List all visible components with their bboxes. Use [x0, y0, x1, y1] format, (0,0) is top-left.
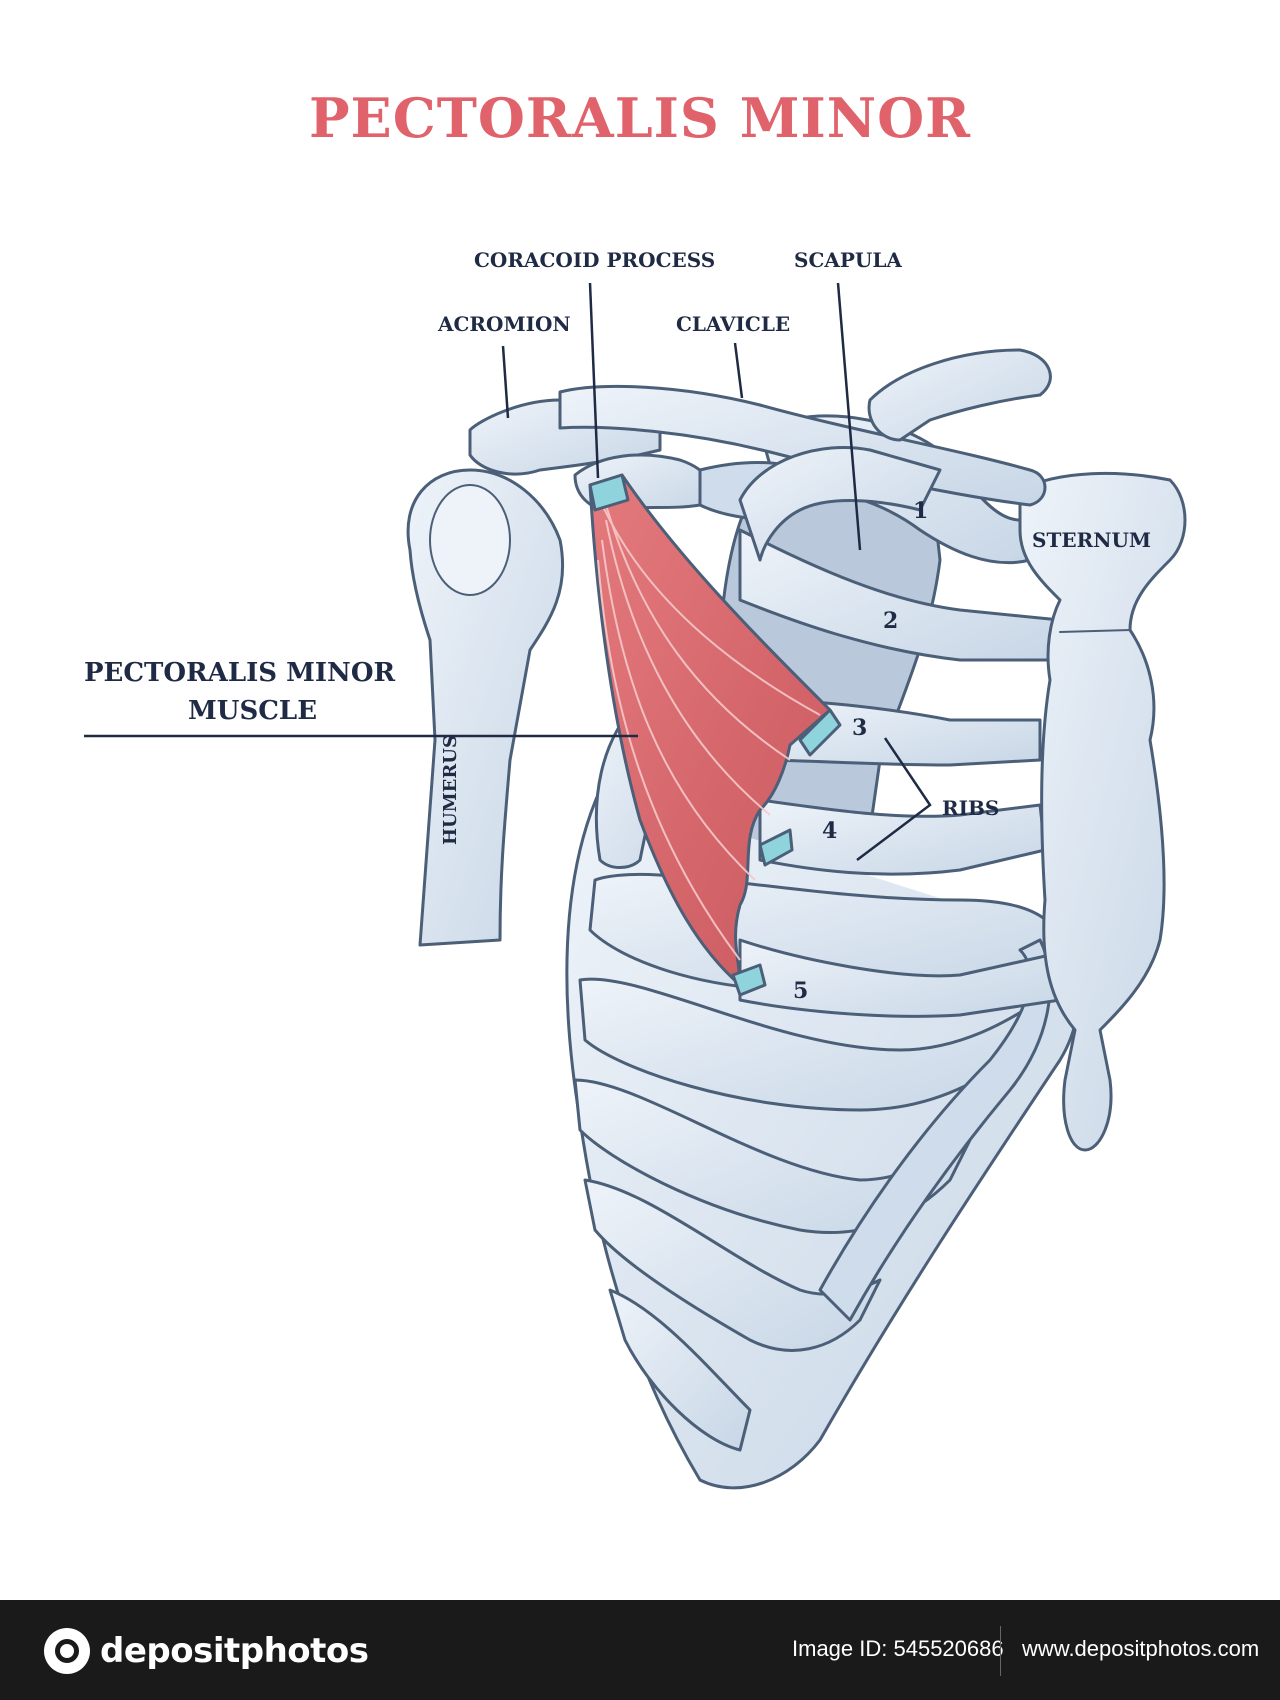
rib-number-2: 2: [883, 608, 899, 634]
label-pectoralis-minor: PECTORALIS MINOR: [84, 658, 396, 688]
rib-number-1: 1: [913, 498, 929, 524]
skeleton-illustration: [84, 282, 1187, 1490]
label-humerus: HUMERUS: [440, 734, 461, 845]
pectoralis-minor-muscle: [588, 473, 842, 997]
label-coracoid-process: CORACOID PROCESS: [474, 248, 716, 272]
image-id: Image ID: 545520686: [792, 1636, 1004, 1661]
rib-number-5: 5: [793, 978, 809, 1004]
depositphotos-logo-icon: [44, 1628, 90, 1674]
rib-4: [758, 798, 1047, 876]
scapula-upper: [867, 348, 1052, 442]
costal-cartilage: [818, 938, 1052, 1322]
rib-1-curve: [738, 445, 942, 562]
website-link[interactable]: www.depositphotos.com: [1022, 1636, 1260, 1661]
leader-lines: [84, 282, 932, 861]
brand-logo-link[interactable]: depositphotos: [44, 1628, 369, 1674]
label-scapula: SCAPULA: [794, 248, 902, 272]
footer-divider: [1000, 1626, 1001, 1676]
label-sternum: STERNUM: [1032, 528, 1152, 552]
label-muscle: MUSCLE: [188, 696, 318, 726]
brand-name: depositphotos: [100, 1631, 369, 1671]
label-ribs: RIBS: [942, 796, 1000, 820]
sternum-shape: [1018, 471, 1187, 1152]
page-title: PECTORALIS MINOR: [308, 86, 972, 150]
label-acromion: ACROMION: [438, 312, 571, 336]
rib-9: [583, 1178, 882, 1352]
rib-8: [573, 1078, 972, 1234]
diagram-canvas: PECTORALIS MINOR: [84, 86, 1187, 1490]
label-clavicle: CLAVICLE: [676, 312, 791, 336]
rib-number-3: 3: [852, 715, 868, 741]
rib-10: [608, 1288, 752, 1452]
rib-number-4: 4: [822, 818, 838, 844]
footer-bar: depositphotos Image ID: 545520686 www.de…: [0, 1600, 1280, 1700]
humerus-bone: [406, 468, 565, 947]
sternum-joint: [1059, 629, 1131, 633]
